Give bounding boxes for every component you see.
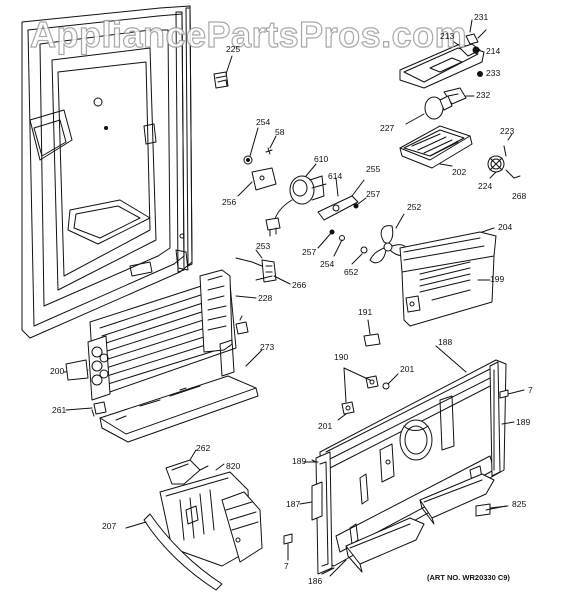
callout-202: 202 (452, 167, 467, 177)
evaporator-fan-motor (265, 163, 327, 237)
fan-bracket (317, 177, 367, 257)
callout-257-right: 257 (366, 189, 381, 199)
callout-224: 224 (478, 181, 493, 191)
callout-186: 186 (308, 576, 323, 586)
callout-213: 213 (440, 31, 455, 41)
evaporator-assembly (63, 269, 263, 443)
screws-254-58 (243, 127, 277, 165)
callout-252: 252 (407, 202, 422, 212)
drain-trough-186 (321, 473, 495, 577)
callout-268: 268 (512, 191, 527, 201)
callout-261: 261 (52, 405, 67, 415)
callout-223: 223 (500, 126, 515, 136)
light-bulb (405, 95, 453, 125)
callout-232: 232 (476, 90, 491, 100)
callout-58: 58 (275, 127, 285, 137)
callout-214: 214 (486, 46, 501, 56)
freezer-rear-panel (299, 345, 515, 575)
callout-255: 255 (366, 164, 381, 174)
callout-227: 227 (380, 123, 395, 133)
callout-610: 610 (314, 154, 329, 164)
screws-7 (283, 389, 525, 561)
leader-lines (199, 275, 507, 511)
damper-parts (487, 133, 521, 179)
callout-254-bottom: 254 (320, 259, 335, 269)
callout-187: 187 (286, 499, 301, 509)
callout-257-left: 257 (302, 247, 317, 257)
callout-253: 253 (256, 241, 271, 251)
callout-207: 207 (102, 521, 117, 531)
callout-201-left: 201 (318, 421, 333, 431)
callout-200: 200 (50, 366, 65, 376)
callout-254-top: 254 (256, 117, 271, 127)
callout-820: 820 (226, 461, 241, 471)
callout-7-right: 7 (528, 385, 533, 395)
fan-blade (351, 213, 408, 265)
callout-191: 191 (358, 307, 373, 317)
callout-266: 266 (292, 280, 307, 290)
callout-201-right: 201 (400, 364, 415, 374)
callout-189-right: 189 (516, 417, 531, 427)
ice-maker-assembly (125, 449, 263, 591)
watermark: AppliancePartsPros.com (29, 13, 468, 55)
evaporator-cover-top (399, 227, 497, 327)
light-shield-202 (399, 125, 473, 169)
part-825 (475, 503, 509, 517)
callout-204: 204 (498, 222, 513, 232)
callout-233: 233 (486, 68, 501, 78)
callout-273: 273 (260, 342, 275, 352)
art-number: (ART NO. WR20330 C9) (427, 573, 510, 582)
callout-614: 614 (328, 171, 343, 181)
bracket-256 (237, 167, 277, 197)
freezer-liner (21, 5, 193, 339)
callout-7-bottom: 7 (284, 561, 289, 571)
callout-225: 225 (226, 44, 241, 54)
light-housing-assembly (399, 19, 487, 89)
part-191 (363, 319, 381, 347)
callout-190: 190 (334, 352, 349, 362)
screws-190-201 (337, 367, 399, 421)
callout-825: 825 (512, 499, 527, 509)
clip-part-225 (213, 55, 233, 89)
callout-199: 199 (490, 274, 505, 284)
defrost-wiring-253-266 (235, 249, 291, 285)
callout-652: 652 (344, 267, 359, 277)
callout-228: 228 (258, 293, 273, 303)
callout-256: 256 (222, 197, 237, 207)
callout-188: 188 (438, 337, 453, 347)
callout-189-left: 189 (292, 456, 307, 466)
callout-231: 231 (474, 12, 489, 22)
callout-262: 262 (196, 443, 211, 453)
